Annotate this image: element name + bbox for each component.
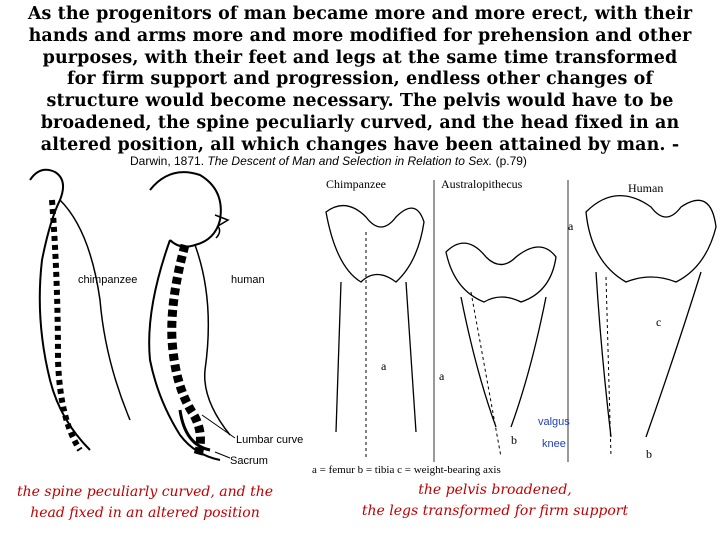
label-a-chimp: a (381, 359, 387, 373)
citation-page: (p.79) (495, 154, 527, 168)
human-face (214, 214, 230, 239)
label-a-australo: a (439, 369, 445, 383)
human-pelvis (585, 194, 717, 283)
australo-pelvis (445, 242, 557, 303)
label-knee: knee (542, 438, 566, 450)
human-axis (605, 276, 612, 458)
australo-femur-left (460, 296, 497, 428)
darwin-quote: As the progenitors of man became more an… (0, 4, 720, 157)
chimp-outline (29, 168, 91, 451)
spine-comparison-figure: chimpanzee human Lumbar curve Sacrum (29, 168, 303, 467)
citation: Darwin, 1871. The Descent of Man and Sel… (130, 154, 650, 168)
sacrum-curve (178, 409, 211, 452)
australo-axis (470, 291, 502, 458)
sacrum-pointer (214, 451, 231, 459)
quote-line-1: As the progenitors of man became more an… (27, 4, 693, 24)
chimp-femur-right (405, 281, 417, 433)
label-sacrum: Sacrum (230, 455, 268, 467)
pelvis-legs-figure: Chimpanzee Australopithecus Human a a b … (312, 177, 717, 476)
human-front (194, 244, 231, 436)
label-human: human (231, 274, 265, 286)
quote-line-2: hands and arms more and more modified fo… (28, 25, 692, 46)
label-b-australo: b (511, 433, 517, 447)
caption-spine-line-1: the spine peculiarly curved, and the (17, 484, 273, 500)
label-valgus: valgus (538, 416, 570, 428)
caption-spine-line-2: head fixed in an altered position (30, 505, 260, 521)
citation-author: Darwin, 1871. (130, 154, 205, 168)
heading-chimpanzee: Chimpanzee (326, 177, 386, 191)
label-c-human: c (656, 315, 661, 329)
label-chimpanzee: chimpanzee (78, 274, 137, 286)
quote-line-4: for firm support and progression, endles… (66, 69, 654, 90)
caption-spine: the spine peculiarly curved, and the hea… (0, 482, 290, 524)
australo-femur-right (510, 296, 547, 428)
figure-legend: a = femur b = tibia c = weight-bearing a… (312, 464, 501, 476)
quote-line-6: broadened, the spine peculiarly curved, … (40, 112, 680, 133)
heading-australopithecus: Australopithecus (441, 177, 523, 191)
citation-title: The Descent of Man and Selection in Rela… (207, 154, 493, 168)
human-head (149, 171, 222, 248)
label-a-human: a (568, 219, 574, 233)
quote-line-7: altered position, all which changes have… (40, 134, 680, 155)
caption-pelvis: the pelvis broadened, the legs transform… (330, 480, 660, 522)
chimp-pelvis (325, 205, 425, 283)
label-b-human: b (646, 447, 652, 461)
lumbar-pointer (201, 414, 236, 439)
chimp-spine (49, 199, 83, 452)
quote-line-5: structure would become necessary. The pe… (46, 91, 674, 112)
human-back (148, 239, 221, 461)
label-lumbar-curve: Lumbar curve (236, 434, 303, 446)
human-spine (167, 243, 205, 457)
caption-pelvis-line-1: the pelvis broadened, (418, 482, 572, 498)
heading-human: Human (628, 181, 663, 195)
chimp-back-outline (59, 199, 131, 421)
caption-pelvis-line-2: the legs transformed for firm support (361, 503, 629, 519)
quote-line-3: purposes, with their feet and legs at th… (42, 47, 678, 68)
human-femur-left (595, 271, 612, 438)
human-femur-right (645, 271, 702, 438)
chimp-femur-left (335, 281, 342, 433)
